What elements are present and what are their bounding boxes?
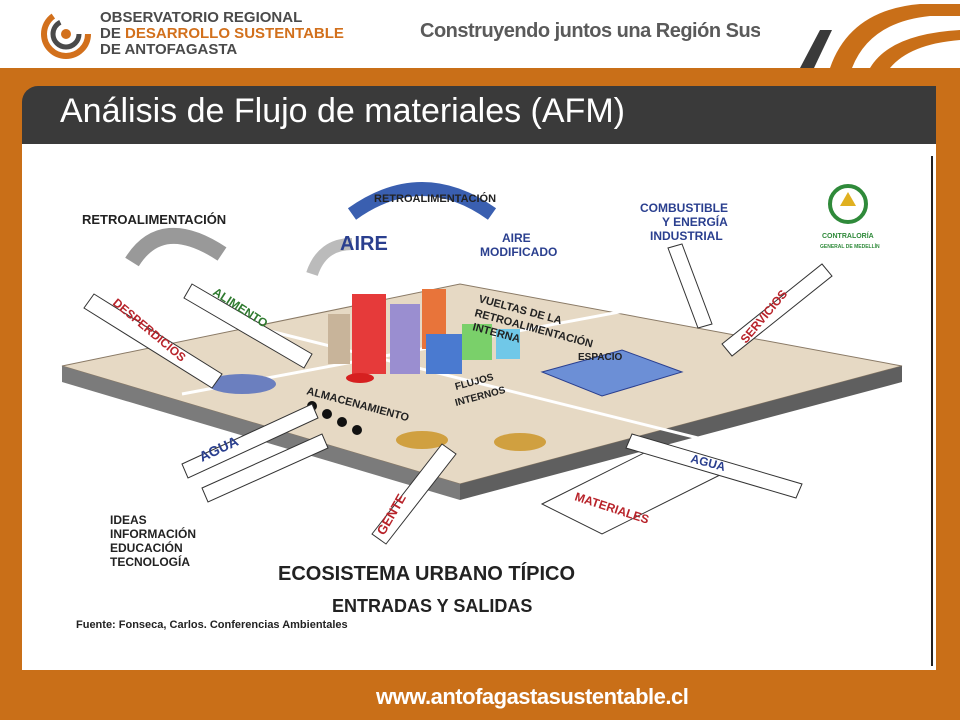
car — [346, 373, 374, 383]
feedback-arrow-top — [347, 182, 497, 220]
label-combustible-3: INDUSTRIAL — [650, 229, 723, 243]
diagram-panel: RETROALIMENTACIÓN RETROALIMENTACIÓN AIRE… — [22, 144, 936, 670]
combustible-arrow — [667, 243, 713, 329]
storage-dot — [337, 417, 347, 427]
storage-dot — [322, 409, 332, 419]
label-retro-left: RETROALIMENTACIÓN — [82, 212, 226, 227]
material-pile — [494, 433, 546, 451]
org-line-2-prefix: DE — [100, 25, 126, 42]
slide-title: Análisis de Flujo de materiales (AFM) — [60, 92, 625, 130]
servicios-arrow — [721, 263, 833, 357]
title-bar — [22, 86, 936, 144]
org-line-1: OBSERVATORIO REGIONAL — [100, 9, 303, 26]
agua-right-arrow — [625, 433, 803, 499]
building — [426, 334, 462, 374]
label-ideas-4: TECNOLOGÍA — [110, 554, 190, 569]
building — [390, 304, 420, 374]
label-ideas-2: INFORMACIÓN — [110, 526, 196, 541]
urban-ecosystem-diagram: RETROALIMENTACIÓN RETROALIMENTACIÓN AIRE… — [61, 156, 933, 666]
label-fuente: Fuente: Fonseca, Carlos. Conferencias Am… — [76, 619, 348, 631]
air-arrow — [306, 238, 353, 277]
material-pile — [396, 431, 448, 449]
header-bar: OBSERVATORIO REGIONAL DE DESARROLLO SUST… — [0, 0, 960, 68]
storage-dot — [352, 425, 362, 435]
organization-name: OBSERVATORIO REGIONAL DE DESARROLLO SUST… — [100, 10, 344, 58]
label-eco-1: ECOSISTEMA URBANO TÍPICO — [278, 562, 575, 585]
gente-arrow — [371, 443, 457, 545]
label-ideas-1: IDEAS — [110, 513, 147, 527]
label-contraloria-2: GENERAL DE MEDELLÍN — [820, 242, 880, 250]
contraloria-logo — [828, 184, 868, 224]
decorative-swoosh — [760, 0, 960, 68]
label-aire-mod-1: AIRE — [502, 231, 531, 245]
org-line-2: DE DESARROLLO SUSTENTABLE — [100, 26, 344, 42]
building — [328, 314, 350, 364]
label-aire-mod-2: MODIFICADO — [480, 245, 557, 259]
observatorio-logo — [41, 9, 91, 59]
label-servicios: SERVICIOS — [738, 287, 791, 346]
label-retro-top: RETROALIMENTACIÓN — [374, 192, 496, 205]
label-combustible-1: COMBUSTIBLE — [640, 201, 728, 215]
slogan: Construyendo juntos una Región Sustentab… — [420, 20, 834, 42]
feedback-arrow-left — [125, 227, 227, 267]
label-combustible-2: Y ENERGÍA — [662, 214, 728, 229]
label-espacio: ESPACIO — [578, 352, 622, 363]
ideas-arrow — [201, 433, 329, 503]
building — [352, 294, 386, 374]
building — [496, 329, 520, 359]
label-contraloria-1: CONTRALORÍA — [822, 231, 874, 240]
label-ideas-3: EDUCACIÓN — [110, 540, 183, 555]
label-aire: AIRE — [340, 233, 388, 255]
building — [462, 324, 492, 360]
espacio-grid — [540, 349, 684, 397]
water-pond — [208, 374, 276, 394]
label-eco-2: ENTRADAS Y SALIDAS — [332, 596, 532, 616]
org-line-3: DE ANTOFAGASTA — [100, 41, 238, 58]
footer-url[interactable]: www.antofagastasustentable.cl — [376, 684, 689, 709]
desperdicios-arrow — [83, 293, 223, 389]
org-line-2-accent: DESARROLLO SUSTENTABLE — [125, 25, 344, 42]
agua-left-arrow — [181, 403, 319, 479]
alimento-arrow — [183, 283, 313, 369]
